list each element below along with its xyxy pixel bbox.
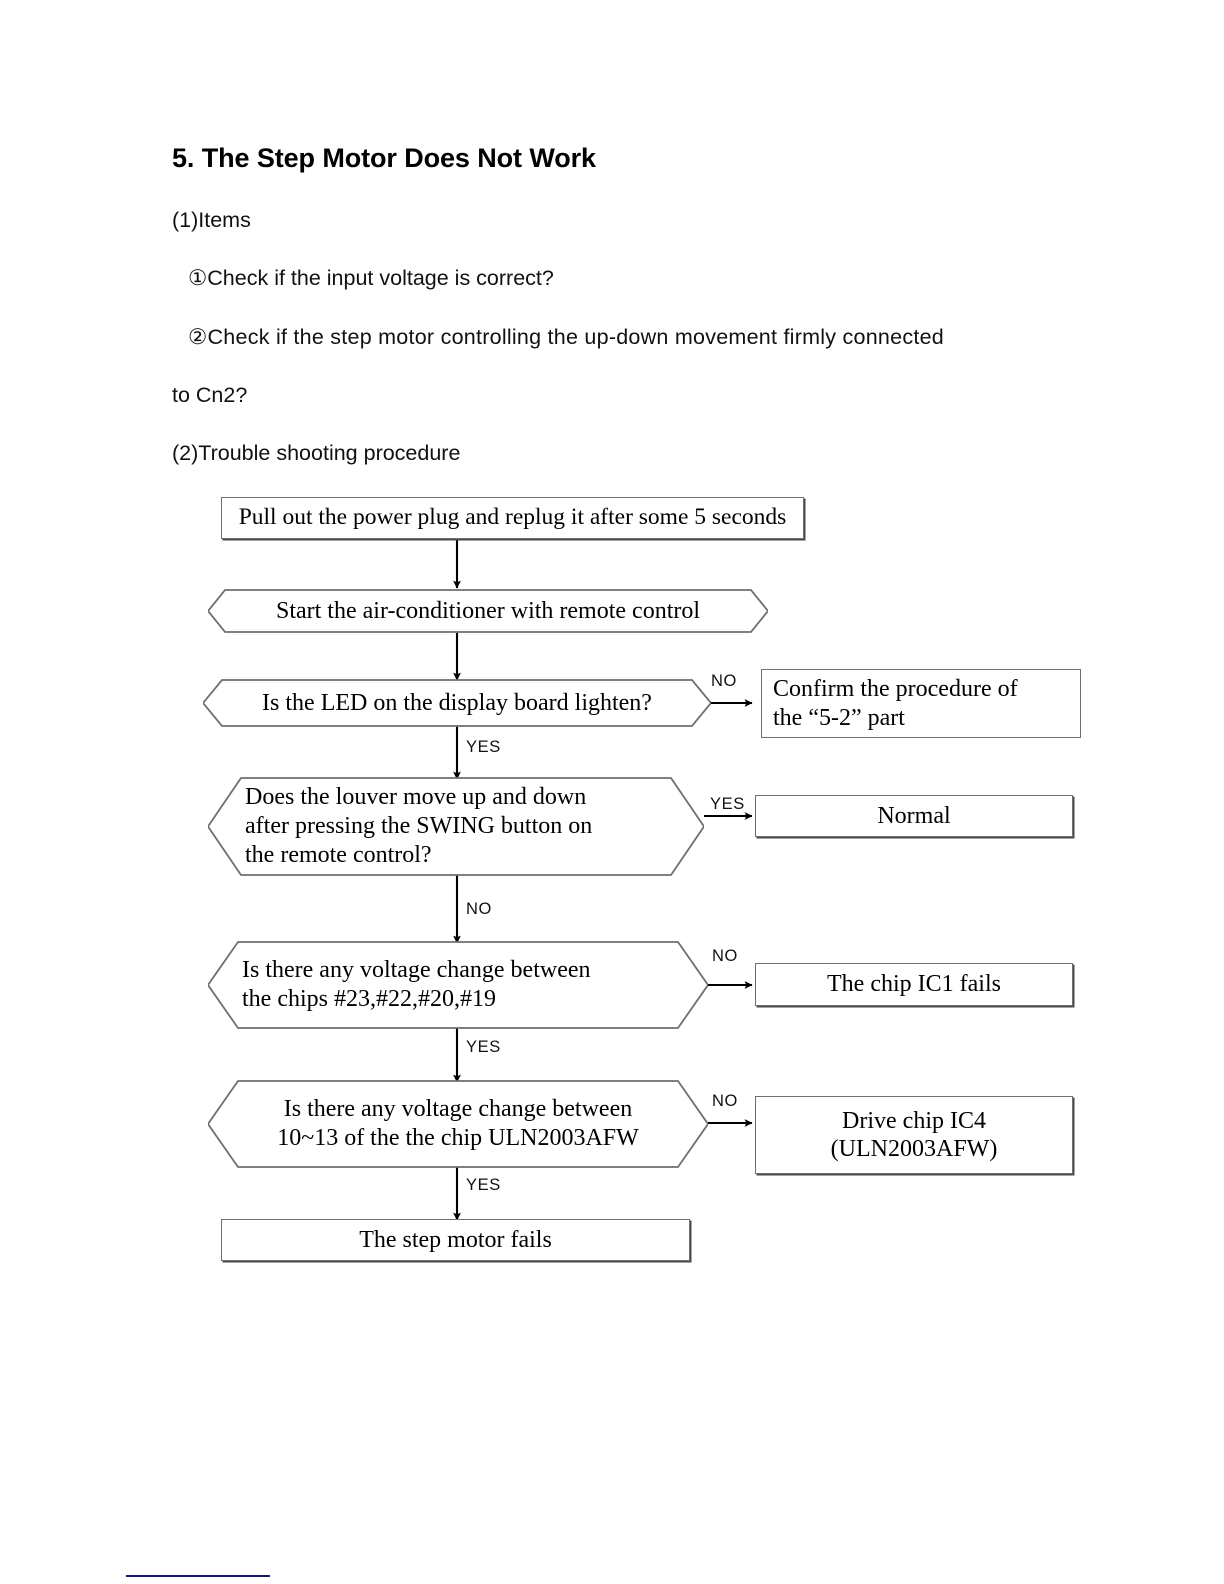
node-louver-check-line-2: after pressing the SWING button on (245, 813, 593, 840)
branch-label-led-no: NO (711, 672, 737, 690)
node-louver-check: Does the louver move up and down after p… (208, 777, 704, 876)
node-voltage-chips-line-1: Is there any voltage change between (242, 957, 591, 984)
procedure-label: (2)Trouble shooting procedure (172, 441, 461, 465)
node-pull-plug: Pull out the power plug and replug it af… (221, 497, 804, 539)
node-ic1-fails: The chip IC1 fails (755, 963, 1073, 1006)
node-ic1-fails-label: The chip IC1 fails (827, 971, 1001, 998)
item-2-line-1: ②Check if the step motor controlling the… (188, 325, 944, 349)
items-label: (1)Items (172, 208, 251, 232)
page-title: 5. The Step Motor Does Not Work (172, 143, 596, 173)
branch-label-led-yes: YES (466, 738, 501, 756)
node-step-motor-fails: The step motor fails (221, 1219, 690, 1261)
branch-label-uln-yes: YES (466, 1176, 501, 1194)
node-louver-check-line-3: the remote control? (245, 841, 432, 868)
node-start-air-conditioner: Start the air-conditioner with remote co… (208, 589, 768, 633)
node-drive-chip-ic4-line-1: Drive chip IC4 (842, 1107, 986, 1134)
branch-label-chips-no: NO (712, 947, 738, 965)
node-voltage-chips-line-2: the chips #23,#22,#20,#19 (242, 986, 496, 1012)
node-led-check-label: Is the LED on the display board lighten? (262, 689, 652, 716)
footer-rule (126, 1575, 270, 1577)
node-drive-chip-ic4-line-2: (ULN2003AFW) (830, 1136, 998, 1162)
node-voltage-uln: Is there any voltage change between 10~1… (208, 1080, 708, 1168)
node-voltage-uln-line-2: 10~13 of the the chip ULN2003AFW (277, 1125, 639, 1151)
node-voltage-chips: Is there any voltage change between the … (208, 941, 708, 1029)
branch-label-louver-no: NO (466, 900, 492, 918)
item-1: ①Check if the input voltage is correct? (188, 266, 554, 290)
node-confirm-5-2-line-2: the “5-2” part (773, 704, 905, 731)
node-pull-plug-label: Pull out the power plug and replug it af… (238, 504, 787, 531)
item-2-line-2: to Cn2? (172, 383, 248, 407)
node-start-air-conditioner-label: Start the air-conditioner with remote co… (275, 597, 701, 624)
node-voltage-uln-line-1: Is there any voltage change between (283, 1096, 633, 1123)
node-confirm-5-2: Confirm the procedure of the “5-2” part (761, 669, 1081, 738)
node-step-motor-fails-label: The step motor fails (359, 1226, 552, 1253)
node-led-check: Is the LED on the display board lighten? (203, 679, 711, 727)
branch-label-louver-yes: YES (710, 795, 745, 813)
node-louver-check-line-1: Does the louver move up and down (245, 784, 587, 811)
node-normal-label: Normal (877, 802, 951, 829)
node-normal: Normal (755, 795, 1073, 837)
branch-label-uln-no: NO (712, 1092, 738, 1110)
branch-label-chips-yes: YES (466, 1038, 501, 1056)
node-drive-chip-ic4: Drive chip IC4 (ULN2003AFW) (755, 1096, 1073, 1174)
node-confirm-5-2-line-1: Confirm the procedure of (773, 676, 1018, 703)
